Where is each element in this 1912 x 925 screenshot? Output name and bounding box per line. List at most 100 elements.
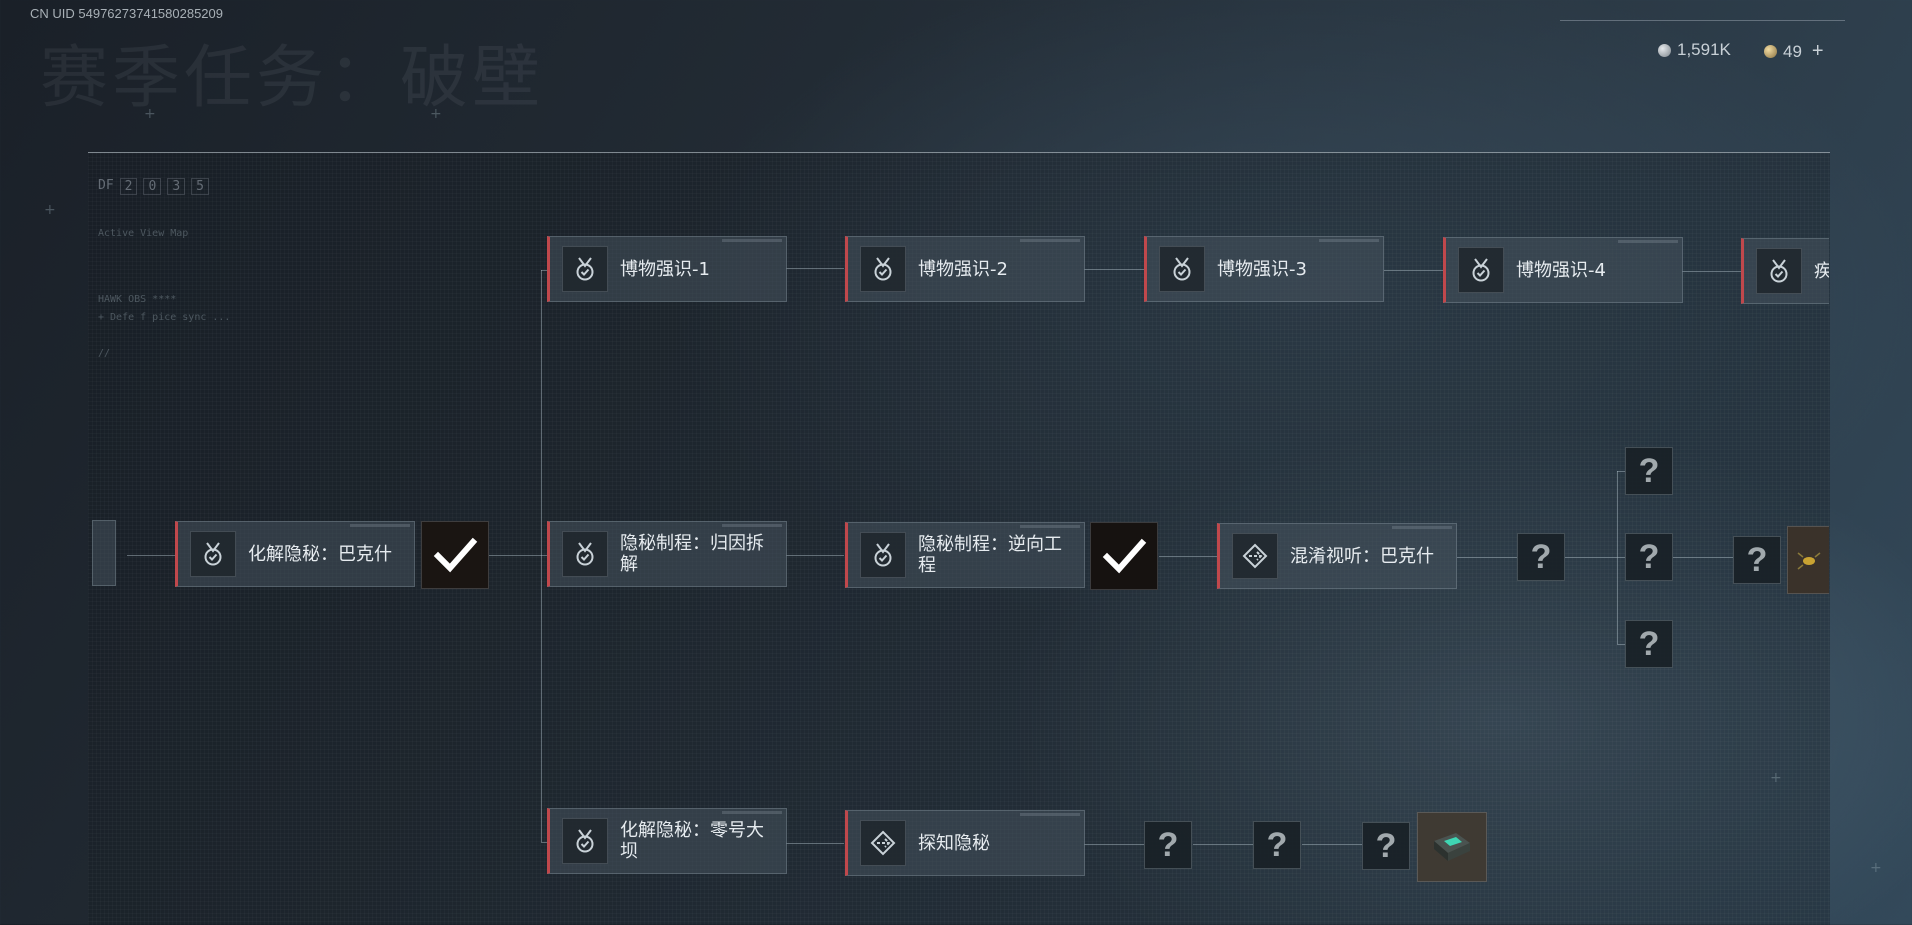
quest-node-craft-reverse-eng[interactable]: 隐秘制程：逆向工程 <box>845 522 1085 588</box>
top-decoration-line <box>1560 20 1845 21</box>
connector-line <box>1302 844 1362 845</box>
quest-node-confuse-bakesh[interactable]: 混淆视听：巴克什 <box>1217 523 1457 589</box>
tree-trunk-line <box>541 270 542 842</box>
reward-completed[interactable] <box>1090 522 1158 590</box>
unknown-reward[interactable]: ? <box>1253 821 1301 869</box>
panel-code: DF 2 0 3 5 <box>98 178 209 195</box>
node-label: 混淆视听：巴克什 <box>1290 545 1434 567</box>
unknown-reward[interactable]: ? <box>1625 533 1673 581</box>
node-tag <box>722 811 782 814</box>
node-tag <box>1618 240 1678 243</box>
quest-node-craft-reverse-cause[interactable]: 隐秘制程：归因拆解 <box>547 521 787 587</box>
quest-node-offscreen[interactable] <box>92 520 116 586</box>
device-icon <box>1434 833 1470 861</box>
deco-text: // <box>98 348 111 359</box>
silver-amount: 1,591K <box>1677 40 1731 59</box>
connector-line <box>1384 270 1444 271</box>
node-tag <box>350 524 410 527</box>
gold-currency[interactable]: 49 + <box>1764 40 1824 63</box>
node-label: 隐秘制程：归因拆解 <box>620 533 764 575</box>
connector-line <box>1159 556 1217 557</box>
node-tag <box>1020 525 1080 528</box>
connector-line <box>541 842 548 843</box>
panel-code-digit: 2 <box>119 178 138 195</box>
node-tag <box>1020 813 1080 816</box>
deco-text: + Defe f pice sync ... <box>98 312 231 323</box>
diamond-arrow-icon <box>1232 533 1278 579</box>
gold-amount: 49 <box>1783 41 1802 61</box>
medal-check-icon <box>1756 248 1802 294</box>
medal-check-icon <box>860 532 906 578</box>
connector-line <box>786 843 844 844</box>
node-label: 隐秘制程：逆向工程 <box>918 534 1062 576</box>
unknown-reward[interactable]: ? <box>1362 822 1410 870</box>
node-tag <box>1020 239 1080 242</box>
deco-text: Active View Map <box>98 228 189 239</box>
connector-line <box>541 270 548 271</box>
connector-line <box>1682 271 1742 272</box>
connector-line <box>488 555 548 556</box>
connector-line <box>1617 471 1625 472</box>
medal-check-icon <box>562 818 608 864</box>
insect-icon <box>1797 552 1820 570</box>
medal-check-icon <box>562 246 608 292</box>
unknown-reward[interactable]: ? <box>1625 620 1673 668</box>
node-tag <box>722 239 782 242</box>
connector-line <box>1084 844 1144 845</box>
node-label: 化解隐秘：巴克什 <box>248 543 392 565</box>
connector-line <box>786 268 844 269</box>
node-label: 博物强识-3 <box>1217 258 1307 280</box>
unknown-reward[interactable]: ? <box>1625 447 1673 495</box>
quest-node-museum-5[interactable]: 疾 <box>1741 238 1829 304</box>
node-label: 博物强识-2 <box>918 258 1008 280</box>
checkmark-icon <box>1102 538 1147 574</box>
crosshair-mark: + <box>1770 770 1782 786</box>
unknown-reward[interactable]: ? <box>1144 821 1192 869</box>
panel-code-letters: DF <box>98 178 114 193</box>
reward-item-insect[interactable] <box>1787 526 1829 594</box>
quest-node-museum-4[interactable]: 博物强识-4 <box>1443 237 1683 303</box>
diamond-arrow-icon <box>860 820 906 866</box>
node-label: 博物强识-4 <box>1516 259 1606 281</box>
quest-node-resolve-bakesh[interactable]: 化解隐秘：巴克什 <box>175 521 415 587</box>
gold-coin-icon <box>1764 45 1777 58</box>
connector-line <box>1673 557 1733 558</box>
node-label: 博物强识-1 <box>620 258 710 280</box>
connector-line <box>1617 644 1625 645</box>
panel-code-digit: 0 <box>143 178 162 195</box>
medal-check-icon <box>1159 246 1205 292</box>
crosshair-mark: + <box>430 106 442 122</box>
connector-line <box>1084 269 1144 270</box>
connector-line <box>1457 557 1517 558</box>
checkmark-icon <box>433 537 478 573</box>
node-label: 化解隐秘：零号大坝 <box>620 820 764 862</box>
reward-item-device[interactable] <box>1417 812 1487 882</box>
silver-coin-icon <box>1658 43 1671 57</box>
connector-line <box>786 555 844 556</box>
crosshair-mark: + <box>1870 860 1882 876</box>
connector-line <box>1193 844 1253 845</box>
connector-line <box>1565 557 1625 558</box>
medal-check-icon <box>1458 247 1504 293</box>
add-currency-button[interactable]: + <box>1811 40 1824 62</box>
medal-check-icon <box>860 246 906 292</box>
node-label: 探知隐秘 <box>918 832 990 854</box>
quest-node-museum-3[interactable]: 博物强识-3 <box>1144 236 1384 302</box>
panel-code-digit: 5 <box>191 178 209 195</box>
quest-node-resolve-dam[interactable]: 化解隐秘：零号大坝 <box>547 808 787 874</box>
deco-text: HAWK OBS **** <box>98 294 177 305</box>
quest-node-probe-secret[interactable]: 探知隐秘 <box>845 810 1085 876</box>
panel-code-digit: 3 <box>167 178 186 195</box>
quest-node-museum-1[interactable]: 博物强识-1 <box>547 236 787 302</box>
node-tag <box>1319 239 1379 242</box>
unknown-reward[interactable]: ? <box>1733 536 1781 584</box>
unknown-reward[interactable]: ? <box>1517 533 1565 581</box>
connector-line <box>127 555 175 556</box>
player-uid: CN UID 5497627374158028520​9 <box>30 6 223 21</box>
quest-node-museum-2[interactable]: 博物强识-2 <box>845 236 1085 302</box>
medal-check-icon <box>562 531 608 577</box>
reward-completed[interactable] <box>421 521 489 589</box>
crosshair-mark: + <box>44 202 56 218</box>
node-label: 疾 <box>1814 261 1829 282</box>
node-tag <box>722 524 782 527</box>
